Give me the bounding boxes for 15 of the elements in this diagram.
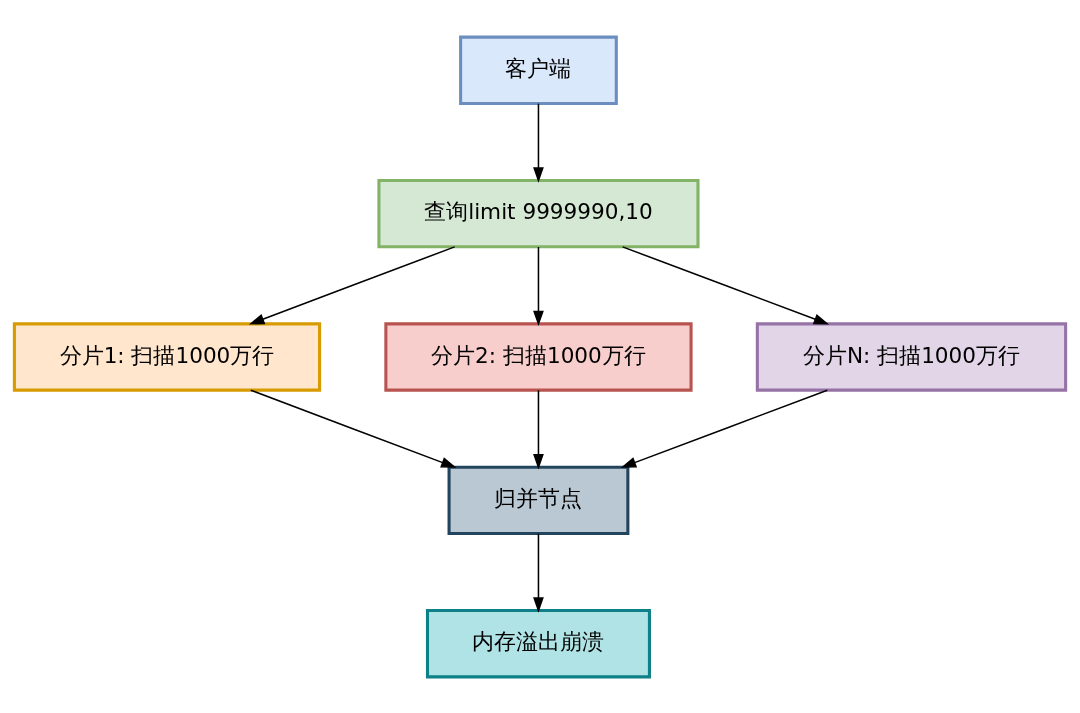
node-box: 查询limit 9999990,10 <box>377 178 700 248</box>
node-box: 归并节点 <box>447 465 630 535</box>
arrow <box>533 102 544 183</box>
arrow <box>621 245 830 324</box>
node-box: 内存溢出崩溃 <box>425 608 651 678</box>
arrow <box>533 389 544 469</box>
node-box: 分片1: 扫描1000万行 <box>12 321 322 392</box>
node-box: 客户端 <box>459 35 618 105</box>
arrow <box>250 388 457 468</box>
arrow <box>533 532 544 613</box>
arrow <box>533 245 544 326</box>
node-box: 分片N: 扫描1000万行 <box>755 321 1068 392</box>
node-box: 分片2: 扫描1000万行 <box>384 321 693 392</box>
arrow <box>620 388 829 468</box>
arrow <box>248 245 456 324</box>
